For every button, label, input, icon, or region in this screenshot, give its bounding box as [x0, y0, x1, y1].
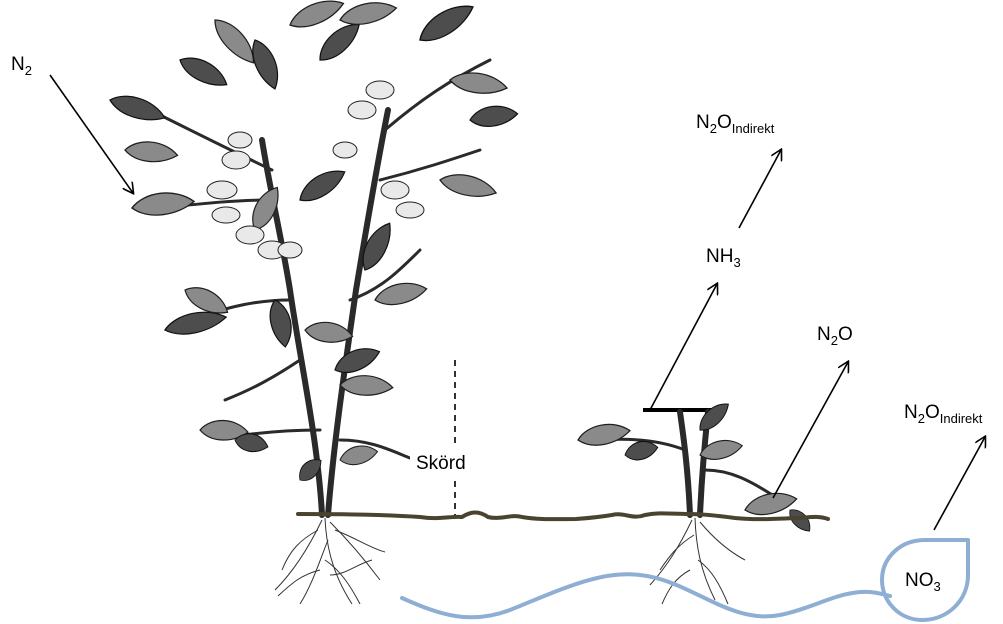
- harvest-label: Skörd: [416, 453, 466, 474]
- n2-label: N2: [11, 54, 32, 78]
- n2-fixation-arrow: [50, 75, 133, 193]
- no3-to-n2o-indirect-arrow: [934, 437, 985, 530]
- nh3-arrow: [650, 284, 717, 410]
- n2o-arrow: [773, 362, 848, 498]
- roots-right-icon: [650, 518, 745, 604]
- leaching-line: [402, 574, 890, 617]
- nh3-label: NH3: [706, 246, 741, 270]
- n2o-indirekt-top-label: N2OIndirekt: [696, 112, 775, 136]
- n2o-indirekt-right-label: N2OIndirekt: [904, 402, 983, 426]
- soil-surface-line: [298, 512, 828, 519]
- n2o-label: N2O: [817, 324, 853, 348]
- faba-bean-plant-icon: [107, 0, 518, 515]
- roots-left-icon: [275, 518, 385, 604]
- nh3-to-n2o-indirect-arrow: [739, 150, 781, 228]
- no3-label: NO3: [905, 570, 941, 594]
